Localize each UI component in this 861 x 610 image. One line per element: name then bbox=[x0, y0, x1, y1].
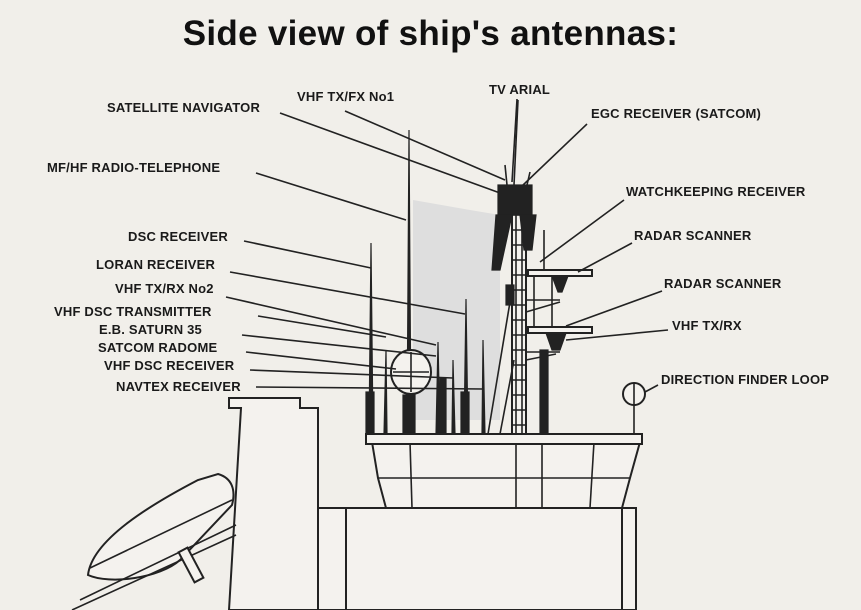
upper-radar-scanner bbox=[527, 269, 593, 277]
label-radar-scanner-lower: RADAR SCANNER bbox=[664, 276, 782, 291]
navtex-whip bbox=[481, 339, 486, 435]
leader-lines bbox=[225, 98, 669, 393]
label-radar-scanner-upper: RADAR SCANNER bbox=[634, 228, 752, 243]
label-satcom-radome: SATCOM RADOME bbox=[98, 340, 217, 355]
funnel bbox=[227, 397, 319, 610]
label-vhf-txrx: VHF TX/RX bbox=[672, 318, 742, 333]
lower-radar-scanner bbox=[527, 326, 593, 334]
label-direction-finder-loop: DIRECTION FINDER LOOP bbox=[661, 372, 829, 387]
bridge-deck bbox=[365, 433, 643, 445]
label-loran-receiver: LORAN RECEIVER bbox=[96, 257, 216, 272]
label-vhf-txfx-no1: VHF TX/FX No1 bbox=[297, 89, 394, 104]
label-vhf-dsc-transmitter: VHF DSC TRANSMITTER bbox=[54, 304, 212, 319]
label-watchkeeping-receiver: WATCHKEEPING RECEIVER bbox=[626, 184, 806, 199]
label-vhf-txrx-no2: VHF TX/RX No2 bbox=[115, 281, 214, 296]
ship-superstructure bbox=[227, 397, 643, 610]
label-mfhf-radio-telephone: MF/HF RADIO-TELEPHONE bbox=[47, 160, 220, 175]
vhf-dsc-tx-whip bbox=[383, 349, 388, 435]
label-satellite-navigator: SATELLITE NAVIGATOR bbox=[107, 100, 260, 115]
mast-backdrop bbox=[413, 200, 500, 420]
direction-finder-loop bbox=[622, 382, 646, 434]
satcom-radome bbox=[390, 349, 432, 395]
lifeboat bbox=[71, 472, 237, 610]
label-dsc-receiver: DSC RECEIVER bbox=[128, 229, 228, 244]
label-eb-saturn-35: E.B. SATURN 35 bbox=[99, 322, 202, 337]
label-tv-arial: TV ARIAL bbox=[489, 82, 550, 97]
radar-platforms bbox=[525, 230, 593, 435]
main-mast bbox=[487, 99, 537, 435]
diagram-title: Side view of ship's antennas: bbox=[182, 14, 679, 53]
label-vhf-dsc-receiver: VHF DSC RECEIVER bbox=[104, 358, 235, 373]
mast-top-cluster bbox=[497, 184, 533, 216]
label-egc-receiver: EGC RECEIVER (SATCOM) bbox=[591, 106, 761, 121]
label-navtex-receiver: NAVTEX RECEIVER bbox=[116, 379, 241, 394]
lower-deckhouse-panel bbox=[345, 507, 623, 610]
